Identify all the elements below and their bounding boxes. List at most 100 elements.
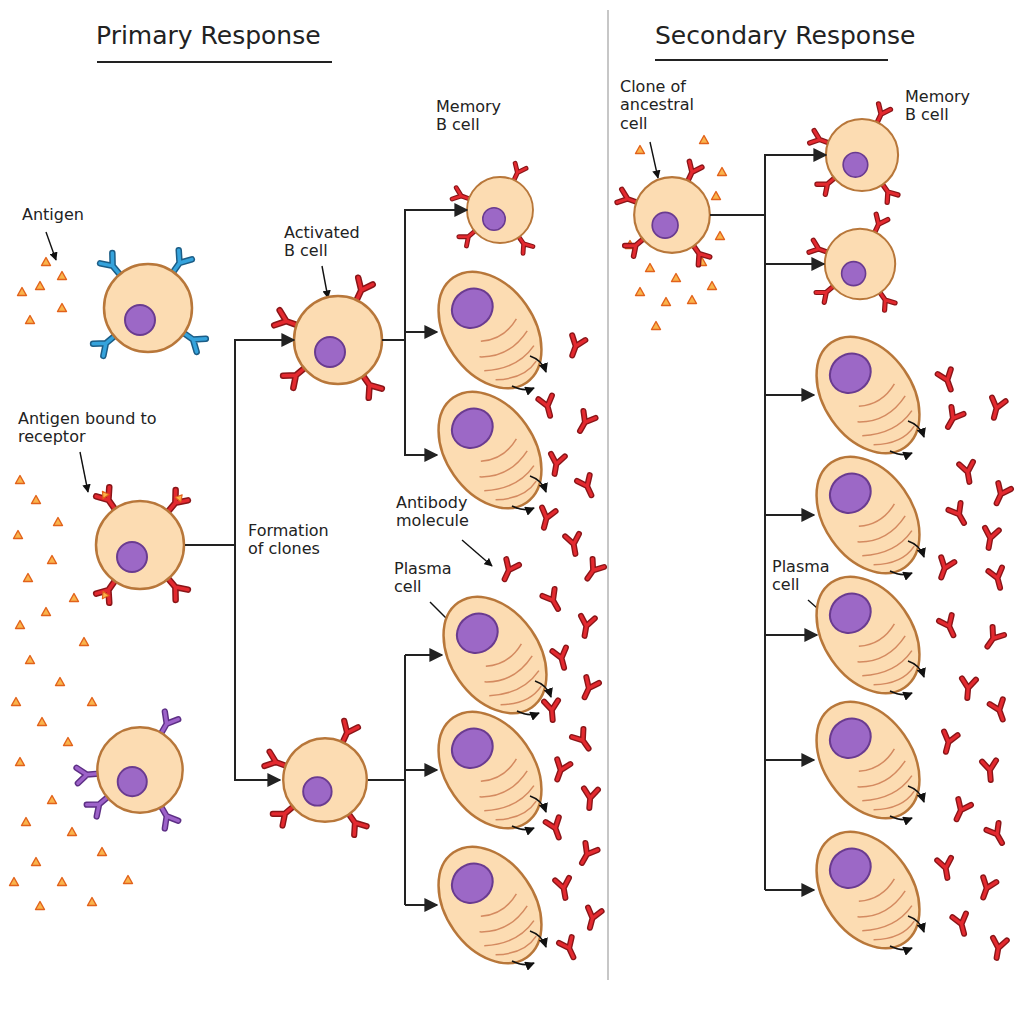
callout-label: Antigen <box>22 206 112 224</box>
memory-cell: Memory B cell <box>826 119 898 191</box>
cell-label: Memory B cell <box>436 98 506 135</box>
memory-cell: Memory B cell <box>467 177 533 243</box>
antibody <box>559 937 580 960</box>
section-divider <box>607 10 609 980</box>
cell-label: Plasma cell <box>772 558 834 595</box>
antibody <box>498 559 519 582</box>
antigen <box>708 282 717 290</box>
plasma-cell: Plasma cell <box>444 597 546 713</box>
leader-arrow <box>462 540 492 566</box>
antigen <box>42 258 51 266</box>
cell-outline <box>467 177 533 243</box>
antigen <box>64 738 73 746</box>
antigen <box>36 282 45 290</box>
plasma-cell: Plasma cell <box>817 577 919 693</box>
b-cell: Activated B cell <box>294 296 382 384</box>
antibody <box>950 799 971 822</box>
antigen <box>636 288 645 296</box>
cell-outline <box>95 500 185 590</box>
antibody <box>546 817 566 840</box>
antibody <box>552 648 570 670</box>
plasma-cell <box>417 692 563 847</box>
antigen <box>662 298 671 306</box>
clone-line <box>404 655 406 905</box>
clone-arrow <box>765 514 814 516</box>
antibody <box>977 877 997 900</box>
section-heading: Primary Response <box>96 22 416 51</box>
antigen <box>10 878 19 886</box>
antigen <box>54 518 63 526</box>
antibody <box>542 589 564 612</box>
cell-label: Memory B cell <box>905 88 980 125</box>
clone-arrow <box>405 654 442 656</box>
antigen <box>700 136 709 144</box>
antigen <box>58 878 67 886</box>
leader-arrow <box>46 232 56 260</box>
clone-arrow <box>710 155 826 215</box>
callout-label: Formation of clones <box>248 522 333 559</box>
clone-arrow <box>185 340 294 545</box>
antigen <box>688 296 697 304</box>
antigen <box>636 146 645 154</box>
clone-arrow <box>765 759 814 761</box>
antibody <box>939 615 960 638</box>
antigen <box>672 274 681 282</box>
cell-label: Antigen bound to receptor <box>18 410 158 447</box>
antibody <box>937 858 954 879</box>
antigen <box>32 858 41 866</box>
antibody <box>555 878 572 899</box>
antigen <box>652 322 661 330</box>
plasma-cell <box>417 252 563 407</box>
antibody <box>938 369 958 392</box>
antibody <box>988 568 1006 590</box>
cell-drawing <box>274 278 382 398</box>
cell-drawing <box>452 163 533 253</box>
antibody <box>948 503 970 526</box>
cell-drawing <box>617 161 710 264</box>
antigen <box>58 272 67 280</box>
section-heading: Secondary Response <box>655 22 995 51</box>
antigen <box>646 264 655 272</box>
cell-outline <box>294 296 382 384</box>
antigen <box>88 898 97 906</box>
antibody <box>574 411 596 434</box>
antigen <box>712 192 721 200</box>
cell-drawing <box>96 487 188 604</box>
antibody <box>537 508 555 530</box>
b-cell <box>264 721 366 835</box>
plasma-cell <box>795 317 941 472</box>
b-cell <box>77 712 183 829</box>
antibody <box>990 938 1007 959</box>
cell-outline <box>634 177 710 253</box>
antigen <box>32 496 41 504</box>
antibody <box>544 700 560 720</box>
antibody <box>582 788 598 808</box>
antigen <box>48 556 57 564</box>
antigen <box>24 574 33 582</box>
antibody <box>538 396 556 418</box>
antigen <box>22 818 31 826</box>
antibody <box>582 559 604 583</box>
antibody <box>990 699 1010 722</box>
cell-label: Activated B cell <box>284 224 369 261</box>
antigen <box>716 232 725 240</box>
antigen <box>80 638 89 646</box>
plasma-cell <box>795 682 941 837</box>
antibody <box>959 462 976 483</box>
antibody <box>982 760 998 780</box>
clone-arrow <box>235 545 280 780</box>
antigen <box>48 796 57 804</box>
antigen <box>70 594 79 602</box>
antigen <box>124 876 133 884</box>
antigen <box>42 608 51 616</box>
antibody <box>982 528 999 549</box>
clone-arrow <box>405 769 437 771</box>
antibody <box>572 729 594 753</box>
antibody <box>939 732 957 754</box>
antigen <box>18 288 27 296</box>
clone-arrow <box>405 340 437 455</box>
clone-arrow <box>405 331 437 333</box>
clone-arrow <box>765 889 814 891</box>
antigen <box>16 476 25 484</box>
